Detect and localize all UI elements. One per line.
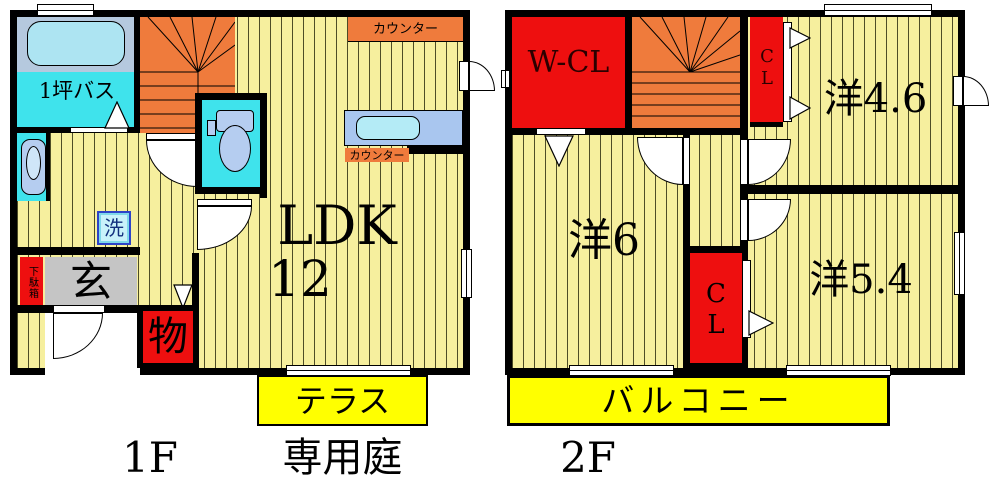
floor2-caption: 2F: [560, 433, 616, 482]
washroom-entrance-wall: [17, 247, 140, 255]
laundry-label: 洗: [104, 216, 124, 240]
toilet-bowl-icon: [219, 125, 251, 172]
hall-closet-fold-strip: [742, 260, 751, 338]
floor1-caption: 1F: [122, 433, 178, 482]
wcl-folding-door-icon: [544, 135, 574, 167]
room46-closet-label: CL: [756, 46, 778, 90]
balcony: [507, 375, 890, 426]
wcl-right-wall: [625, 17, 632, 128]
bath-folding-door-icon: [104, 101, 130, 129]
bath-label: 1坪バス: [38, 78, 116, 103]
hall-right-wall: [740, 17, 748, 253]
room6-door-leaf: [683, 137, 690, 185]
room46-balcony-door-leaf: [953, 76, 963, 106]
wcl-label: W-CL: [527, 45, 610, 80]
room46-balcony-door-arc: [963, 76, 989, 106]
hall-ldk-wall: [192, 253, 199, 309]
room-divider-wall: [748, 185, 958, 194]
counter-kitchen-label: カウンター: [349, 148, 405, 162]
shoe-cabinet-label: 下駄箱: [26, 265, 38, 299]
step-marker-icon: [173, 284, 193, 309]
walk-in-closet: [512, 17, 625, 128]
staircase-2f-icon: [632, 17, 740, 128]
room54-side-window: [954, 232, 965, 295]
wcl-vent: [501, 70, 510, 88]
room46-top-window: [824, 4, 932, 16]
terrace: [257, 375, 428, 426]
storage-room: [143, 311, 193, 363]
room54-door-leaf: [740, 199, 748, 241]
room46-closet-fold-bottom-icon: [789, 96, 811, 120]
hall-left-wall: [683, 135, 690, 253]
storage-label: 物: [148, 314, 188, 360]
room6-label: 洋6: [568, 215, 640, 266]
entrance-label: 玄: [69, 257, 112, 306]
garden-caption: 専用庭: [282, 435, 403, 481]
counter-top: [348, 17, 463, 42]
kitchen-backdoor-leaf: [459, 61, 469, 91]
room46-closet-fold-top-icon: [789, 27, 811, 49]
entrance-door-leaf: [53, 305, 105, 313]
bath-door-threshold: [70, 127, 128, 133]
kitchen-sink-icon: [356, 116, 420, 140]
toilet-flush-icon: [207, 120, 216, 136]
floor2-upper-wall: [512, 128, 748, 135]
room54-label: 洋5.4: [809, 257, 913, 303]
entrance-floor: [45, 257, 137, 307]
hall-closet-label: CL: [701, 278, 731, 341]
hall-closet-folding-door-icon: [748, 310, 774, 336]
shoe-cabinet: [20, 257, 43, 307]
room46-label: 洋4.6: [823, 76, 928, 122]
washbasin-bowl: [26, 146, 41, 180]
stairs-door-leaf: [146, 133, 197, 140]
counter-top-label: カウンター: [372, 22, 438, 37]
toilet-top-wall: [195, 93, 267, 100]
room46-door-leaf: [740, 139, 748, 185]
toilet-left-wall: [195, 100, 202, 194]
hall-closet: [690, 253, 742, 363]
room46-closet: [750, 17, 783, 127]
counter-kitchen-tag: [345, 148, 409, 162]
ldk-door-leaf: [197, 199, 252, 206]
room46-closet-strip: [783, 22, 792, 122]
wcl-door-threshold: [536, 128, 586, 135]
ldk-side-window: [461, 249, 472, 298]
laundry-space: [97, 211, 131, 245]
kitchen-backdoor-arc: [469, 61, 495, 91]
terrace-label: テラス: [294, 381, 391, 420]
ldk-area-label: 12: [268, 250, 332, 308]
counter-side-wall: [407, 146, 463, 154]
balcony-label: バルコニー: [601, 381, 796, 420]
toilet-bottom-wall: [195, 187, 267, 194]
washbasin-icon: [21, 139, 46, 195]
ldk-label: LDK: [277, 194, 397, 257]
toilet-right-wall: [260, 93, 267, 198]
bath-right-wall: [134, 17, 140, 133]
bathtub-icon: [27, 21, 125, 66]
bath-window: [37, 4, 94, 16]
